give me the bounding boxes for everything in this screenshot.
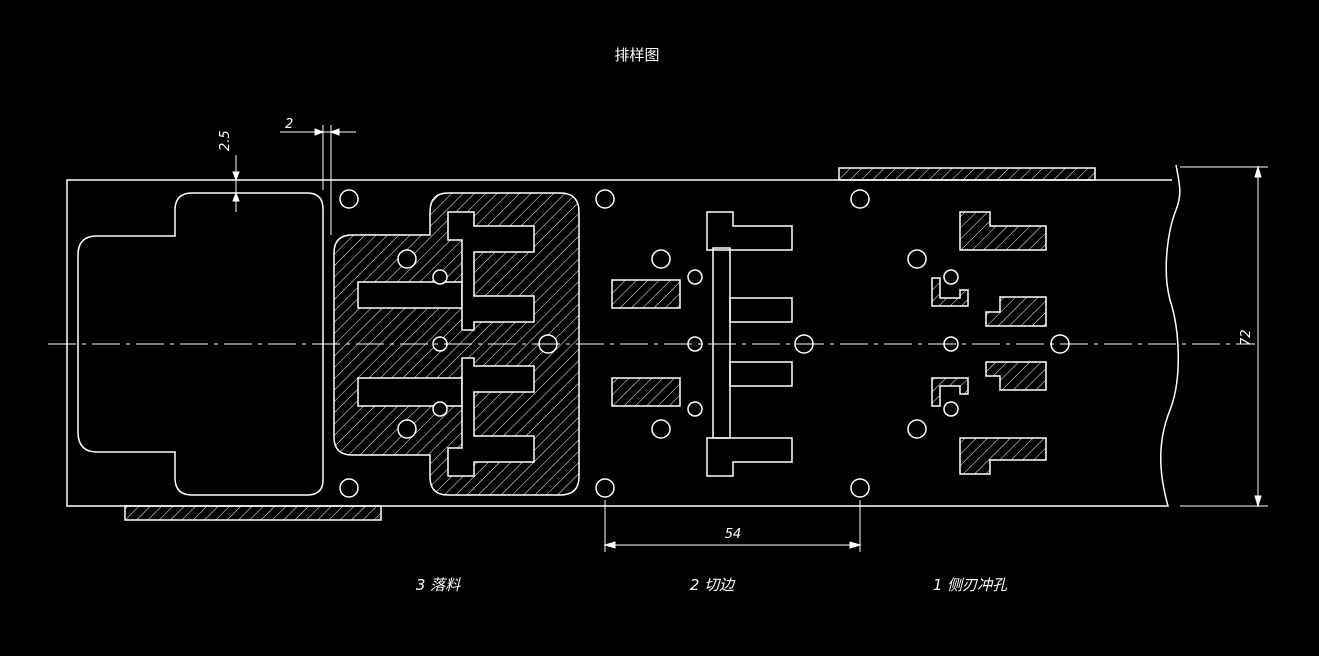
hole (907, 249, 927, 269)
hole (907, 419, 927, 439)
hole (397, 419, 417, 439)
dim-gap: 2 (285, 117, 293, 132)
station-label-trimming: 2 切边 (690, 576, 736, 594)
station2-mid-upper (729, 297, 793, 323)
hole (651, 249, 671, 269)
side-guide-top (838, 167, 1096, 181)
hole (687, 401, 703, 417)
station2-upper-tab (706, 211, 793, 251)
hole (651, 419, 671, 439)
strip-outline (66, 164, 1181, 507)
station1-hook-lower (931, 377, 969, 407)
hole (943, 269, 959, 285)
dim-top-margin: 2.5 (218, 130, 233, 151)
hole (943, 401, 959, 417)
hole (850, 478, 870, 498)
station2-spine (712, 247, 731, 439)
hole (397, 249, 417, 269)
station2-hatch-left-upper (611, 279, 681, 309)
hole (339, 189, 359, 209)
dim-strip-width: 72 (1239, 329, 1254, 346)
dim-pitch: 54 (725, 527, 742, 542)
hole (432, 401, 448, 417)
hole (595, 478, 615, 498)
drawing-title: 排样图 (614, 46, 659, 64)
station1-hook-upper (931, 277, 969, 307)
station1-punch-3 (985, 361, 1047, 391)
blank-outline (77, 192, 324, 496)
station2-mid-lower (729, 361, 793, 387)
station3-part-upper (447, 211, 535, 331)
station-label-piercing: 1 侧刃冲孔 (933, 576, 1008, 594)
hole (595, 189, 615, 209)
station2-lower-tab (706, 437, 793, 477)
pilot-holes (339, 189, 1070, 498)
hole (432, 269, 448, 285)
hole (687, 269, 703, 285)
side-guide-bottom (124, 505, 382, 521)
station-label-blanking: 3 落料 (416, 576, 461, 594)
station2-hatch-left-lower (611, 377, 681, 407)
station1-punch-4 (959, 437, 1047, 475)
hole (339, 478, 359, 498)
station3-part-lower (447, 357, 535, 477)
hole (850, 189, 870, 209)
station1-punch-2 (985, 296, 1047, 327)
station1-punch-1 (959, 211, 1047, 251)
